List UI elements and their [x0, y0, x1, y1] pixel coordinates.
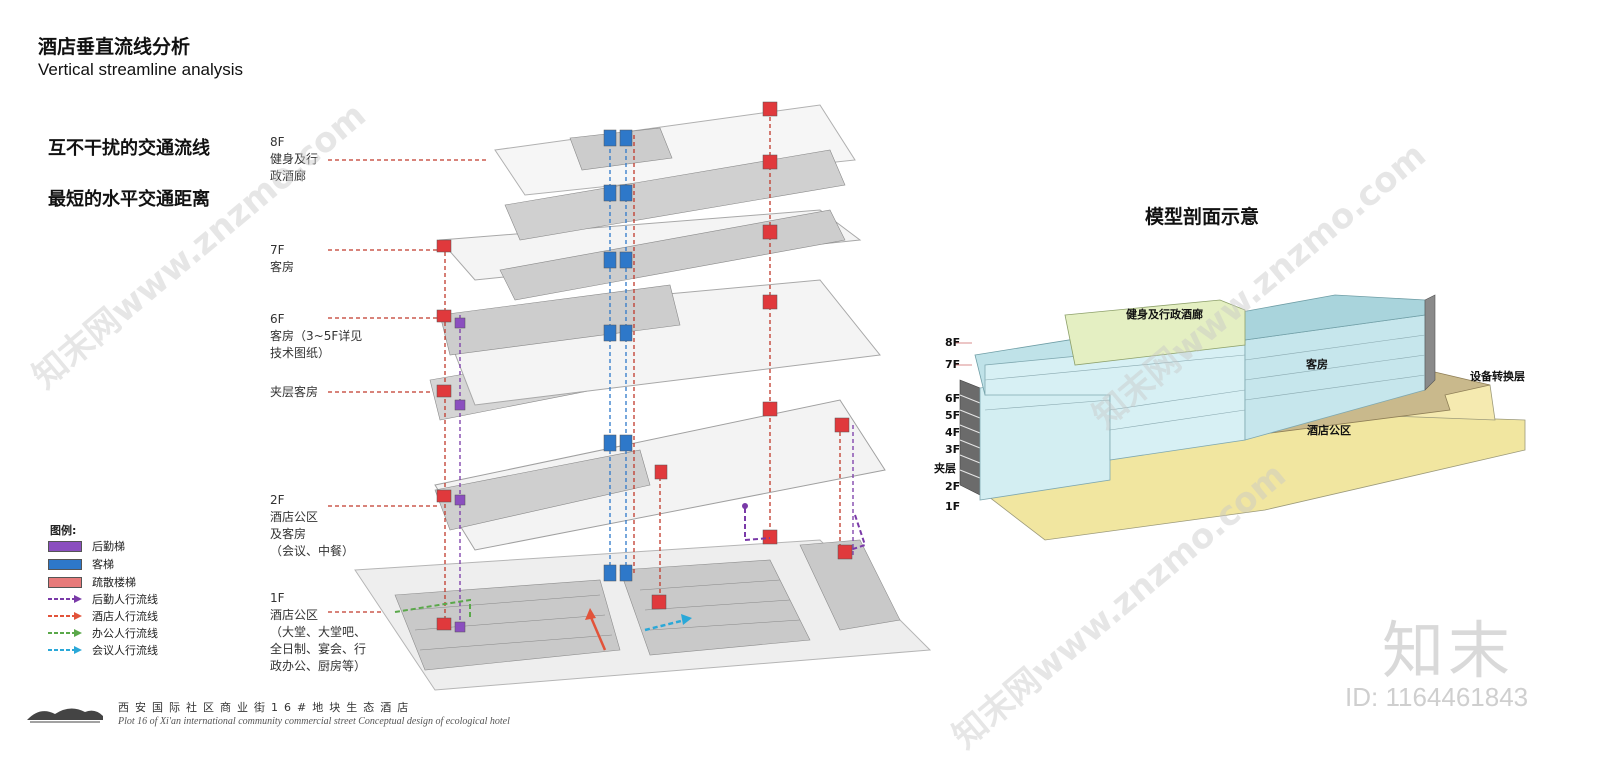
- legend-swatch-purple: [48, 540, 82, 552]
- meeting-flow-arrow: [644, 618, 686, 632]
- guest-lift-8f: [603, 129, 617, 147]
- section-mark-6f: 6F: [945, 392, 961, 405]
- stair-east2-1f: [837, 544, 853, 560]
- guest-lift-6f: [603, 251, 617, 269]
- section-model: [955, 294, 1526, 541]
- stair-west-6f: [436, 309, 452, 323]
- stair-west-mezz: [436, 384, 452, 398]
- section-label-equipment: 设备转换层: [1470, 370, 1525, 383]
- stair-core-2f: [762, 401, 778, 417]
- office-flow-arrow: [394, 598, 471, 620]
- stair-core-6f: [762, 224, 778, 240]
- floor-label-6f: 6F 客房（3~5F详见 技术图纸）: [270, 312, 363, 360]
- stair-east1-2f: [654, 464, 668, 480]
- legend-swatch-red: [48, 576, 82, 588]
- section-floor-lines: [984, 334, 1426, 431]
- arrow-icon: [48, 594, 82, 604]
- service-lift-1f: [454, 621, 466, 633]
- floor-label-1f: 1F 酒店公区 （大堂、大堂吧、 全日制、宴会、行 政办公、厨房等）: [270, 591, 367, 673]
- floor-1f-grid: [409, 579, 801, 651]
- section-mark-7f: 7F: [945, 358, 961, 371]
- guest-lift-1f-b: [619, 564, 633, 582]
- floor-plate-8f: [494, 104, 856, 196]
- legend-item-meeting-flow: 会议人行流线: [48, 642, 158, 658]
- section-label-public: 酒店公区: [1307, 424, 1351, 437]
- section-mark-2f: 2F: [945, 480, 961, 493]
- guest-lift-mezz: [603, 324, 617, 342]
- stair-west-7f: [436, 239, 452, 253]
- stair-east1-1f: [651, 594, 667, 610]
- legend-item-guest-lift: 客梯: [48, 556, 114, 572]
- floor-label-7f: 7F 客房: [270, 243, 295, 274]
- section-mark-3f: 3F: [945, 443, 961, 456]
- stair-west-2f: [436, 489, 452, 503]
- floor-label-mezzanine: 夹层客房: [270, 385, 319, 399]
- section-label-rooms: 客房: [1306, 358, 1328, 371]
- floor-6f-room-wing: [439, 284, 681, 356]
- floor-1f-banquet: [619, 559, 811, 656]
- stair-core-8f: [762, 101, 778, 117]
- legend-item-service-lift: 后勤梯: [48, 538, 125, 554]
- arrow-icon: [48, 611, 82, 621]
- key-point-2: 最短的水平交通距离: [48, 189, 210, 210]
- key-point-1: 互不干扰的交通流线: [48, 138, 210, 159]
- section-floor-lines-west: [959, 394, 981, 479]
- service-flow-arrow-far-east: [849, 514, 867, 551]
- arrow-icon: [48, 645, 82, 655]
- guest-lift-mezz-b: [619, 324, 633, 342]
- guest-lift-8f-b: [619, 129, 633, 147]
- guest-lift-6f-b: [619, 251, 633, 269]
- guest-lift-2f: [603, 434, 617, 452]
- stair-core-7f: [762, 154, 778, 170]
- project-name-en: Plot 16 of Xi'an international community…: [118, 716, 510, 727]
- page-title: 酒店垂直流线分析: [38, 36, 191, 58]
- watermark-id: ID: 1164461843: [1345, 682, 1529, 712]
- guest-lift-7f: [603, 184, 617, 202]
- stair-east2-2f: [834, 417, 850, 433]
- building-west-face: [959, 379, 981, 496]
- section-label-leaders: [955, 342, 972, 366]
- meeting-flow-arrowhead: [681, 614, 692, 625]
- service-flow-start-east: [742, 503, 748, 509]
- service-lift-6f: [454, 317, 466, 329]
- floor-1f-right-block: [799, 539, 901, 631]
- section-mark-5f: 5F: [945, 409, 961, 422]
- section-mark-4f: 4F: [945, 426, 961, 439]
- legend-swatch-blue: [48, 558, 82, 570]
- floor-7f-room-bar: [499, 209, 846, 301]
- guest-lift-1f: [603, 564, 617, 582]
- section-title: 模型剖面示意: [1145, 206, 1260, 228]
- section-mark-1f: 1F: [945, 500, 961, 513]
- arrow-icon: [48, 628, 82, 638]
- floor-label-8f: 8F 健身及行 政酒廊: [270, 135, 319, 183]
- legend-title: 图例:: [50, 524, 77, 537]
- page-subtitle: Vertical streamline analysis: [38, 60, 244, 79]
- legend-item-hotel-flow: 酒店人行流线: [48, 608, 158, 624]
- stair-west-1f: [436, 617, 452, 631]
- service-lift-2f: [454, 494, 466, 506]
- watermark-logo: 知末: [1382, 614, 1515, 687]
- project-logo-icon: [27, 708, 103, 723]
- hotel-flow-arrow: [588, 614, 607, 651]
- guest-lift-7f-b: [619, 184, 633, 202]
- room-slab-dark-end: [1424, 294, 1436, 391]
- section-mark-8f: 8F: [945, 336, 961, 349]
- fitness-block: [1064, 299, 1246, 366]
- floor-2f-room-wing: [434, 449, 651, 531]
- exploded-floor-diagram: [328, 101, 932, 691]
- service-flow-arrow-east: [744, 508, 771, 542]
- service-lift-mezz: [454, 399, 466, 411]
- hotel-flow-arrowhead: [585, 608, 596, 620]
- legend-item-service-flow: 后勤人行流线: [48, 591, 158, 607]
- section-mark-mezzanine: 夹层: [934, 462, 956, 475]
- legend-item-fire-stair: 疏散楼梯: [48, 574, 136, 590]
- stair-core-mezz: [762, 294, 778, 310]
- floor-8f-room-bar: [504, 149, 846, 241]
- section-label-fitness: 健身及行政酒廊: [1126, 308, 1203, 321]
- project-name-cn: 西安国际社区商业街16#地块生态酒店: [118, 701, 415, 714]
- guest-lift-2f-b: [619, 434, 633, 452]
- stair-core-1f: [762, 529, 778, 545]
- floor-label-2f: 2F 酒店公区 及客房 （会议、中餐）: [270, 493, 355, 558]
- legend-item-office-flow: 办公人行流线: [48, 625, 158, 641]
